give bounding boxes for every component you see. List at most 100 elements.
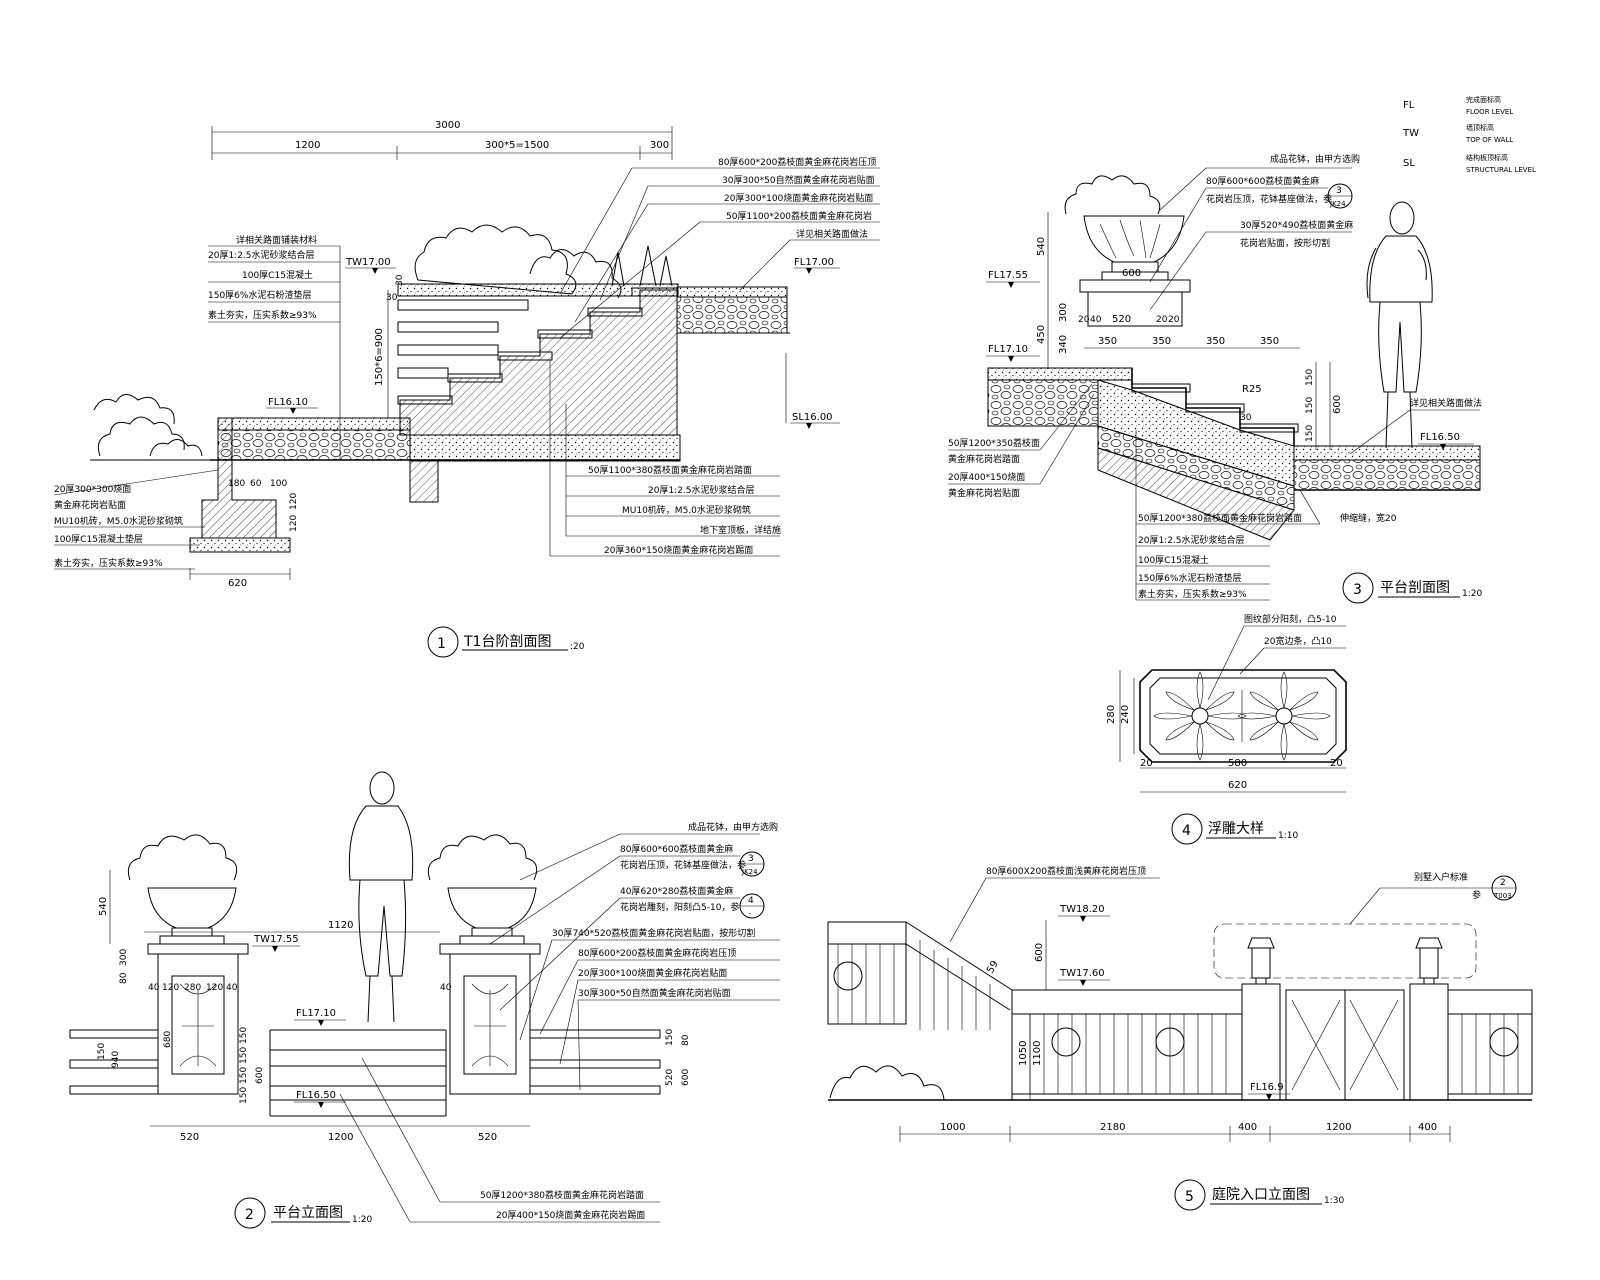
s1-note-rb-5: 20厚360*150烧面黄金麻花岗岩踢面 xyxy=(604,544,753,556)
s4-dim-20a: 20 xyxy=(1140,758,1153,769)
s2-dim-40c: 40 xyxy=(440,983,452,993)
view-1-step-section: 3000 1200 300*5=1500 300 xyxy=(53,120,880,658)
s3-tread-4: 350 xyxy=(1260,336,1279,347)
s3-dim-30: 30 xyxy=(1240,413,1252,423)
s5-note-coping: 80厚600X200荔枝面浅黄麻花岗岩压顶 xyxy=(986,865,1146,877)
legend-sl-en: STRUCTURAL LEVEL xyxy=(1466,166,1536,174)
s2-dim-540: 540 xyxy=(98,897,109,916)
s5-note-ref: 参 xyxy=(1472,889,1481,901)
s5-title: 庭院入口立面图 xyxy=(1212,1186,1310,1203)
s5-title-scale: 1:30 xyxy=(1324,1196,1344,1206)
s5-title-num: 5 xyxy=(1185,1189,1194,1205)
s1-dim-30b: 30 xyxy=(386,293,398,303)
s3-ref-sheet: JK24 xyxy=(1329,200,1346,208)
s2-dim-120b: 120 xyxy=(206,983,223,993)
s1-level-fl-low: FL16.10 xyxy=(268,397,308,408)
s3-title: 平台剖面图 xyxy=(1380,580,1450,596)
s2-note-5: 花岗岩雕刻，阳刻凸5-10，参 xyxy=(620,901,739,913)
s5-ref-num: 2 xyxy=(1500,878,1506,888)
s1-dim-180: 180 xyxy=(228,479,245,489)
s5-dim-59: 59 xyxy=(985,959,1001,976)
s2-dim-1200: 1200 xyxy=(328,1132,353,1143)
s1-notes-foot: 20厚300*300烧面 黄金麻花岗岩贴面 MU10机砖，M5.0水泥砂浆砌筑 … xyxy=(53,469,219,570)
s1-level-fl-top: FL17.00 xyxy=(794,257,834,268)
s4-dim-280: 280 xyxy=(1106,705,1117,724)
s3-ref-num: 3 xyxy=(1336,186,1342,196)
s3-joint-note: 伸缩缝，宽20 xyxy=(1340,512,1397,524)
s3-note-bottom-4: 150厚6%水泥石粉渣垫层 xyxy=(1138,572,1241,584)
s1-note-rt-4: 50厚1100*200荔枝面黄金麻花岗岩 xyxy=(726,210,872,222)
s1-note-foot-5: 素土夯实，压实系数≥93% xyxy=(54,557,163,569)
s2-title: 平台立面图 xyxy=(273,1205,343,1221)
s2-title-num: 2 xyxy=(245,1207,254,1223)
s1-dim-1500: 300*5=1500 xyxy=(485,140,549,151)
s2-dim-r520: 520 xyxy=(665,1069,675,1086)
s3-level-fl-mid: FL17.10 xyxy=(988,344,1028,355)
s2-dim-940: 940 xyxy=(111,1051,121,1068)
s1-title-scale: :20 xyxy=(570,642,585,652)
legend-tw-cn: 墙顶标高 xyxy=(1466,123,1494,132)
s2-dim-680: 680 xyxy=(163,1031,173,1048)
legend-tw-code: TW xyxy=(1402,128,1419,139)
s3-person-figure xyxy=(1366,201,1433,449)
s2-notes-bottom: 50厚1200*380荔枝面黄金麻花岗岩踏面 20厚400*150烧面黄金麻花岗… xyxy=(339,1057,660,1223)
s1-note-rb-2: 20厚1:2.5水泥砂浆结合层 xyxy=(648,484,755,496)
s3-note-top-5: 花岗岩贴面，按形切割 xyxy=(1240,237,1330,249)
s2-dim-150: 150 xyxy=(97,1043,107,1060)
s3-note-left-4: 黄金麻花岗岩贴面 xyxy=(948,487,1020,499)
s2-note-bottom-2: 20厚400*150烧面黄金麻花岗岩踢面 xyxy=(496,1209,645,1221)
legend-tw-en: TOP OF WALL xyxy=(1465,136,1513,144)
legend-fl-cn: 完成面标高 xyxy=(1466,95,1501,104)
s3-note-left-1: 50厚1200*350荔枝面 xyxy=(948,437,1040,449)
s1-dim-foot: 620 xyxy=(228,578,247,589)
view-2-platform-elevation: 540 1120 520 1200 520 300 80 40 120 280 … xyxy=(69,771,780,1229)
legend-fl-code: FL xyxy=(1403,100,1415,111)
s1-note-rt-3: 20厚300*100烧面黄金麻花岗岩贴面 xyxy=(724,192,873,204)
s4-note-1: 图纹部分阳刻，凸5-10 xyxy=(1244,613,1337,625)
s1-notes-left: 详相关路面铺装材料 20厚1:2.5水泥砂浆结合层 100厚C15混凝土 150… xyxy=(208,234,341,460)
s3-notes-left: 50厚1200*350荔枝面 黄金麻花岗岩踏面 20厚400*150烧面 黄金麻… xyxy=(948,383,1095,499)
s3-dim-40: 40 xyxy=(1090,315,1102,325)
s3-notes-top: 成品花钵，由甲方选购 80厚600*600荔枝面黄金麻 花岗岩压顶，花钵基座做法… xyxy=(1149,153,1360,311)
s3-title-scale: 1:20 xyxy=(1462,589,1482,599)
level-legend: FL 完成面标高 FLOOR LEVEL TW 墙顶标高 TOP OF WALL… xyxy=(1402,95,1536,174)
s1-note-rb-4: 地下室顶板，详结施 xyxy=(700,524,781,536)
s5-lamp-right xyxy=(1415,937,1443,985)
s3-note-bottom-5: 素土夯实，压实系数≥93% xyxy=(1138,588,1247,600)
s3-note-top-3: 花岗岩压顶，花钵基座做法，参 xyxy=(1206,193,1332,205)
s1-notes-right-bottom: 50厚1100*380荔枝面黄金麻花岗岩踏面 20厚1:2.5水泥砂浆结合层 M… xyxy=(549,360,781,557)
s3-dim-300: 300 xyxy=(1058,303,1069,322)
s5-dim-1100: 1100 xyxy=(1032,1041,1043,1066)
s3-note-top-2: 80厚600*600荔枝面黄金麻 xyxy=(1206,175,1319,187)
s1-note-left-3: 100厚C15混凝土 xyxy=(242,269,313,281)
s3-note-top-1: 成品花钵，由甲方选购 xyxy=(1270,153,1360,165)
view-3-platform-section: 540 300 340 450 600 520 20 40 20 20 350 … xyxy=(948,153,1482,604)
s2-level-fl-top: FL17.10 xyxy=(296,1008,336,1019)
s5-level-tw1: TW18.20 xyxy=(1059,904,1105,915)
s4-dim-20b: 20 xyxy=(1330,758,1343,769)
s3-tread-3: 350 xyxy=(1206,336,1225,347)
s2-dim-r150: 150 xyxy=(665,1029,675,1046)
s2-note-3: 花岗岩压顶，花钵基座做法，参 xyxy=(620,859,746,871)
s2-note-8: 20厚300*100烧面黄金麻花岗岩贴面 xyxy=(578,967,727,979)
s2-dim-150b: 150 xyxy=(239,1047,249,1064)
s2-title-scale: 1:20 xyxy=(352,1215,372,1225)
s5-dim-1050: 1050 xyxy=(1018,1041,1029,1066)
s4-relief-flower-2 xyxy=(1237,671,1331,761)
s3-riser-1: 150 xyxy=(1305,369,1315,386)
s3-dim-20a: 20 xyxy=(1078,315,1090,325)
s5-level-fl: FL16.9 xyxy=(1250,1082,1284,1093)
s1-note-rt-1: 80厚600*200荔枝面黄金麻花岗岩压顶 xyxy=(718,156,876,168)
s3-note-left-3: 20厚400*150烧面 xyxy=(948,471,1025,483)
s5-dim-600: 600 xyxy=(1034,943,1045,962)
s2-ref1-sheet: JK24 xyxy=(741,868,758,876)
s5-lamp-left xyxy=(1247,937,1275,985)
s2-note-7: 80厚600*200荔枝面黄金麻花岗岩压顶 xyxy=(578,947,736,959)
s1-dim-120a: 120 xyxy=(289,493,299,510)
legend-sl-code: SL xyxy=(1403,158,1415,169)
s3-note-bottom-3: 100厚C15混凝土 xyxy=(1138,554,1209,566)
s1-note-left-1: 详相关路面铺装材料 xyxy=(236,234,317,246)
s1-note-foot-3: MU10机砖，M5.0水泥砂浆砌筑 xyxy=(54,515,183,527)
s5-dim-400b: 400 xyxy=(1418,1122,1437,1133)
